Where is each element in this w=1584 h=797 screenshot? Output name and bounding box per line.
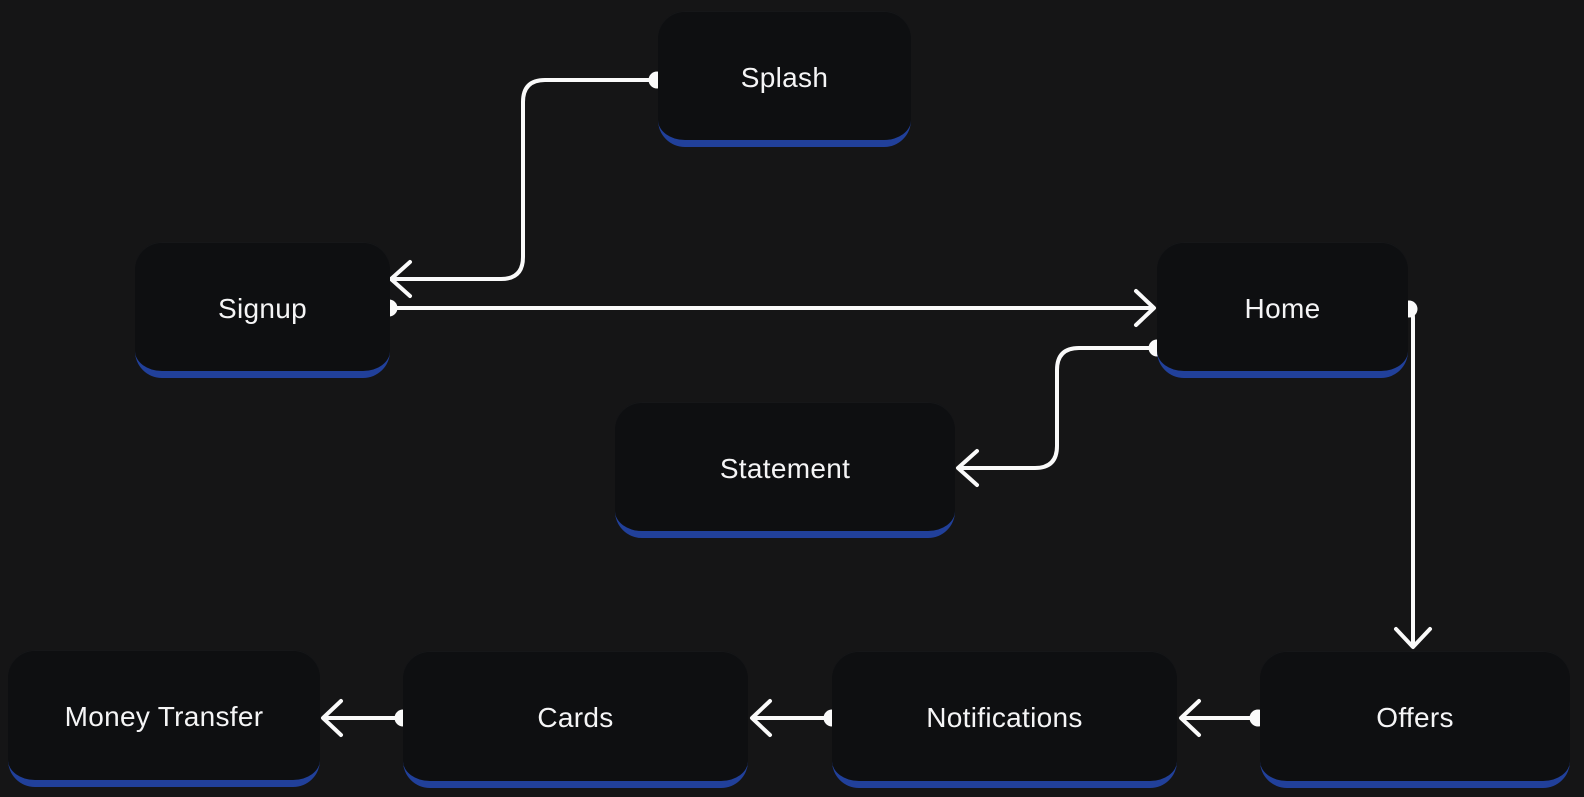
arrowhead-icon — [1179, 699, 1201, 737]
connector-splash-signup[interactable] — [389, 71, 666, 298]
node-label: Signup — [218, 292, 307, 324]
node-signup[interactable]: Signup — [135, 242, 390, 378]
node-label: Cards — [537, 702, 614, 733]
node-cards[interactable]: Cards — [403, 651, 748, 788]
node-label: Home — [1244, 292, 1321, 324]
connector-line — [391, 78, 659, 281]
connector-home-statement[interactable] — [956, 339, 1166, 487]
connector-signup-home[interactable] — [380, 289, 1156, 327]
connector-line — [958, 346, 1159, 470]
connector-line — [1407, 307, 1415, 646]
node-offers[interactable]: Offers — [1260, 651, 1570, 788]
arrowhead-icon — [321, 699, 343, 737]
node-label: Notifications — [926, 702, 1083, 733]
connector-notifications-cards[interactable] — [750, 699, 841, 737]
connector-cards-money-transfer[interactable] — [321, 699, 412, 737]
node-money-transfer[interactable]: Money Transfer — [8, 650, 320, 787]
node-notifications[interactable]: Notifications — [832, 651, 1177, 788]
node-home[interactable]: Home — [1157, 242, 1408, 378]
node-label: Money Transfer — [64, 701, 264, 732]
node-splash[interactable]: Splash — [658, 11, 911, 147]
arrowhead-icon — [956, 449, 979, 487]
node-statement[interactable]: Statement — [615, 402, 955, 538]
arrowhead-icon — [1394, 627, 1432, 649]
connector-offers-notifications[interactable] — [1179, 699, 1267, 737]
arrowhead-icon — [1134, 289, 1156, 327]
node-label: Splash — [740, 61, 829, 93]
arrowhead-icon — [389, 260, 412, 298]
node-label: Offers — [1376, 702, 1454, 733]
node-label: Statement — [719, 452, 851, 484]
arrowhead-icon — [750, 699, 772, 737]
